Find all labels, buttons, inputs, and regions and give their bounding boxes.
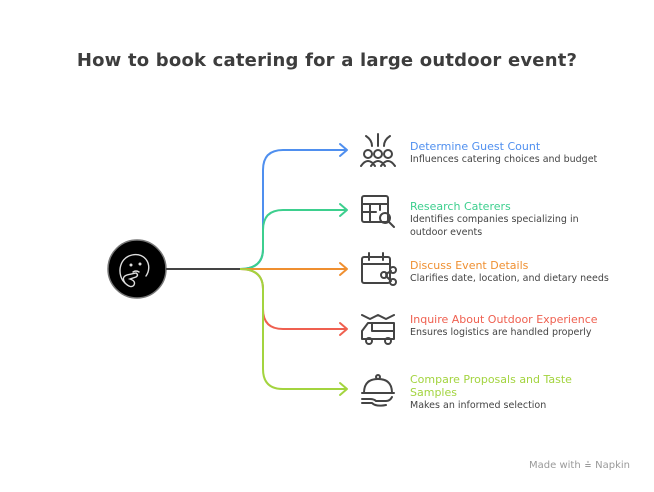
arrow-head-icon xyxy=(339,262,348,276)
item-title: Determine Guest Count xyxy=(410,140,541,153)
item-description: Ensures logistics are handled properly xyxy=(410,327,592,338)
branch-line xyxy=(239,268,346,330)
item-title: Inquire About Outdoor Experience xyxy=(410,313,598,326)
guest-crowd-icon xyxy=(358,130,398,170)
item-title: Discuss Event Details xyxy=(410,259,529,272)
branch-line xyxy=(239,209,346,270)
item-description: Clarifies date, location, and dietary ne… xyxy=(410,273,609,284)
calendar-share-icon xyxy=(358,249,398,289)
napkin-logo-icon: ⩮ xyxy=(584,458,592,471)
item-description: Influences catering choices and budget xyxy=(410,154,598,165)
arrow-head-icon xyxy=(339,322,348,336)
item-title: Compare Proposals and Taste Samples xyxy=(410,373,572,399)
center-node xyxy=(107,239,167,299)
made-with-napkin-badge[interactable]: Made with ⩮ Napkin xyxy=(529,458,630,472)
branch-line xyxy=(239,268,346,390)
cloche-serving-icon xyxy=(358,369,398,409)
footer-label: Made with xyxy=(529,459,581,471)
arrow-head-icon xyxy=(339,382,348,396)
thinking-face-icon xyxy=(119,253,150,288)
food-truck-icon xyxy=(358,309,398,349)
diagram-title: How to book catering for a large outdoor… xyxy=(76,50,578,71)
arrow-head-icon xyxy=(339,203,348,217)
footer-brand: Napkin xyxy=(595,459,630,471)
table-search-icon xyxy=(358,190,398,230)
item-title: Research Caterers xyxy=(410,200,511,213)
item-description: Makes an informed selection xyxy=(410,400,547,411)
item-description: Identifies companies specializing in out… xyxy=(410,214,579,238)
arrow-head-icon xyxy=(339,143,348,157)
